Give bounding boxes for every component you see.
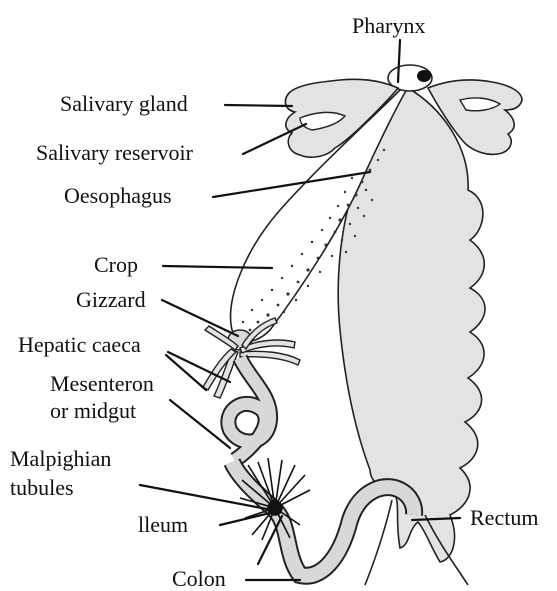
- label-malpighian: Malpighian: [10, 446, 111, 471]
- label-rectum: Rectum: [470, 505, 538, 530]
- label-oesophagus: Oesophagus: [64, 183, 172, 208]
- pharynx-dark: [417, 70, 431, 82]
- label-midgut: or midgut: [50, 398, 136, 423]
- label-mesenteron: Mesenteron: [50, 371, 154, 396]
- label-crop: Crop: [94, 252, 138, 277]
- label-tubules: tubules: [10, 475, 74, 500]
- label-salivary-gland: Salivary gland: [60, 91, 188, 116]
- leader-gizzard: [162, 300, 238, 336]
- label-gizzard: Gizzard: [76, 287, 146, 312]
- bottom-strand-left: [365, 500, 392, 585]
- label-ileum: lleum: [138, 512, 188, 537]
- leader-salivary-gland: [225, 105, 292, 106]
- label-pharynx: Pharynx: [352, 13, 425, 38]
- label-hepatic-caeca: Hepatic caeca: [18, 332, 141, 357]
- label-colon: Colon: [172, 566, 226, 591]
- label-salivary-reservoir: Salivary reservoir: [36, 140, 194, 165]
